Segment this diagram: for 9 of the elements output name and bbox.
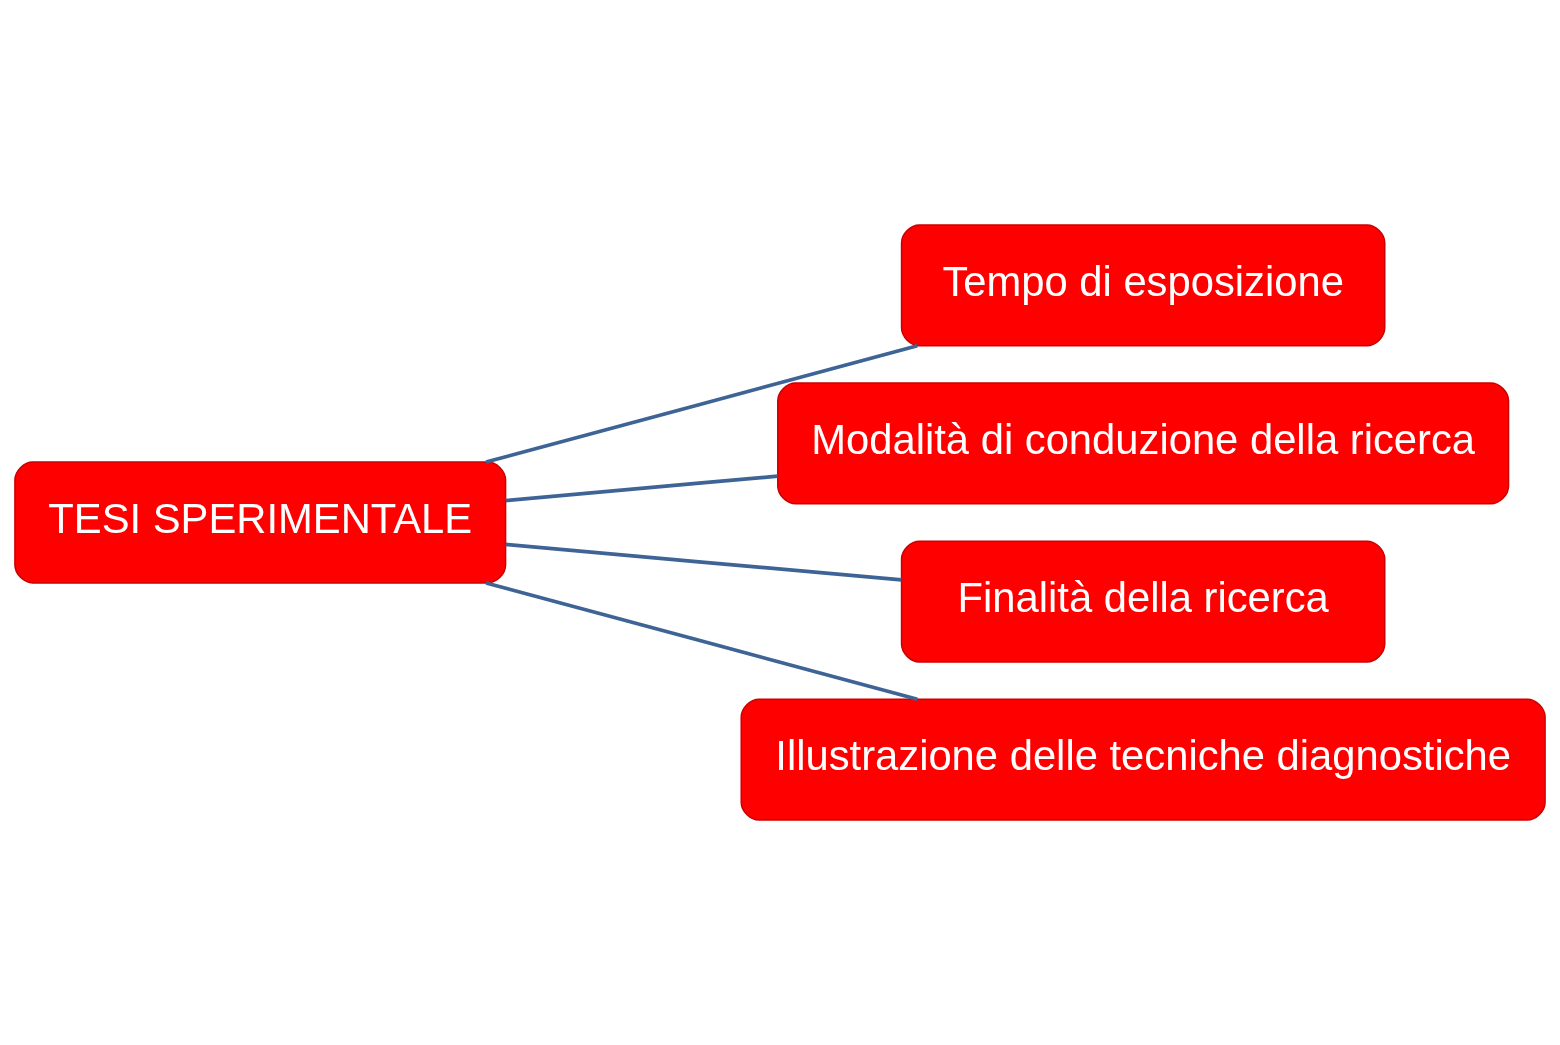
connector [485, 344, 918, 464]
node-box: TESI SPERIMENTALE [14, 461, 507, 584]
connector [505, 542, 902, 582]
node-box: Finalità della ricerca [900, 540, 1386, 663]
node-box: Modalità di conduzione della ricerca [777, 382, 1510, 505]
connector [485, 581, 918, 701]
connector [505, 474, 778, 503]
node-box: Tempo di esposizione [900, 224, 1386, 347]
node-box: Illustrazione delle tecniche diagnostiche [740, 698, 1546, 821]
